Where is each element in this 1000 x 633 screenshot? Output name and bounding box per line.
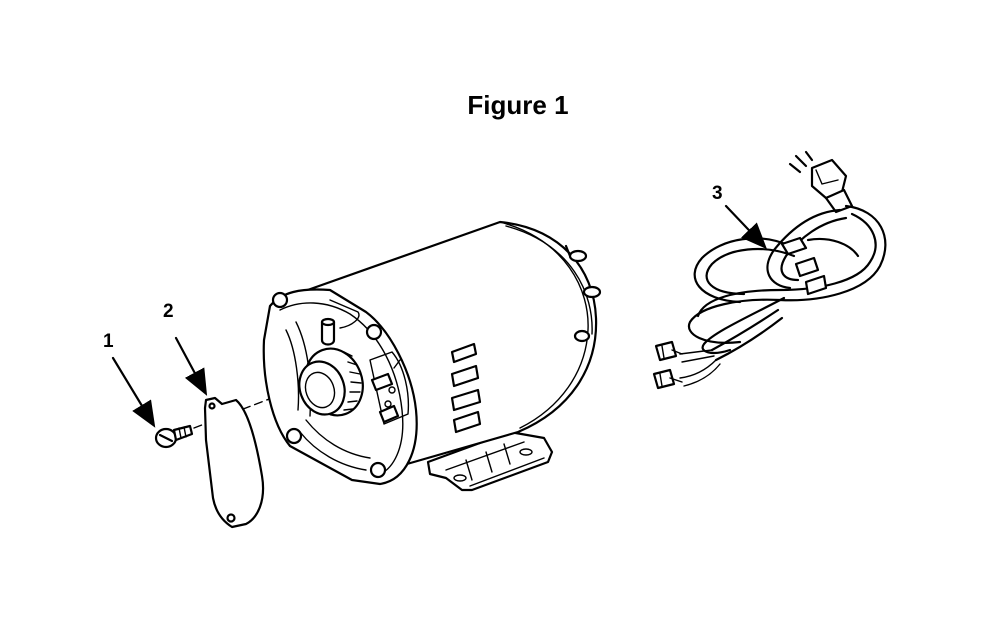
callout-3-label: 3 <box>712 183 723 204</box>
callout-1-label: 1 <box>103 331 114 352</box>
cover-plate-part <box>203 396 265 529</box>
vent-slots <box>450 342 482 434</box>
callout-2-arrow <box>174 336 208 396</box>
shaft-hub <box>298 347 364 417</box>
screw-part <box>154 424 194 449</box>
callout-1-arrow <box>111 356 156 428</box>
figure-title: Figure 1 <box>467 90 569 120</box>
terminal-box <box>369 351 410 425</box>
motor-part <box>262 220 602 492</box>
plug <box>788 150 854 214</box>
power-cord-part <box>652 150 887 390</box>
callout-2-label: 2 <box>163 301 174 322</box>
